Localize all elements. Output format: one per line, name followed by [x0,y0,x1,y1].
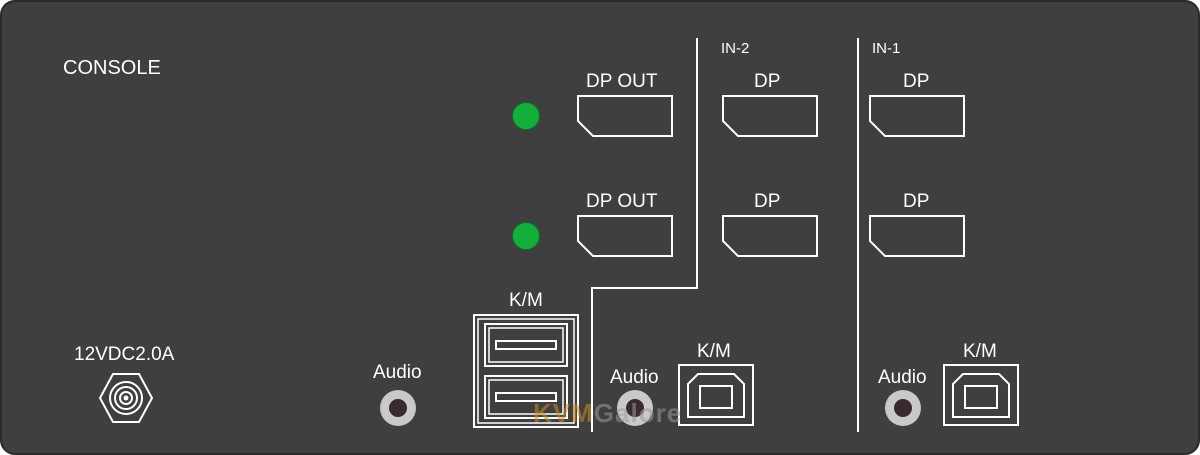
in2-dp-1-label: DP [754,71,781,92]
in2-dp-2-label: DP [754,191,781,212]
in2-audio-label: Audio [610,367,659,388]
dp-out-2-label: DP OUT [586,191,658,212]
in1-dp-2-port-icon[interactable] [869,215,965,257]
dp-out-1-port-icon[interactable] [577,95,673,137]
dp-out-2-port-icon[interactable] [577,215,673,257]
in2-km-label: K/M [697,341,731,362]
in1-label: IN-1 [872,40,901,57]
power-label: 12VDC2.0A [74,344,175,365]
console-km-label: K/M [509,290,543,311]
in1-dp-2-label: DP [903,191,930,212]
status-led-1 [512,102,540,130]
in1-km-label: K/M [963,341,997,362]
in2-dp-1-port-icon[interactable] [722,95,818,137]
watermark-logo: KVMGalore [533,398,682,429]
console-audio-label: Audio [373,362,422,383]
usb-a-port-2-icon[interactable] [484,375,568,419]
console-audio-jack-icon[interactable] [379,389,417,427]
in1-dp-1-port-icon[interactable] [869,95,965,137]
in2-usb-b-port-icon[interactable] [678,364,754,426]
in1-audio-label: Audio [878,367,927,388]
dp-out-1-label: DP OUT [586,71,658,92]
in2-label: IN-2 [721,40,750,57]
in1-audio-jack-icon[interactable] [884,389,922,427]
in2-audio-jack-icon[interactable] [616,389,654,427]
in1-usb-b-port-icon[interactable] [943,364,1019,426]
usb-a-port-1-icon[interactable] [484,323,568,367]
watermark-part-1: KVM [533,398,594,428]
in2-dp-2-port-icon[interactable] [722,215,818,257]
console-label: CONSOLE [63,57,161,79]
status-led-2 [512,222,540,250]
console-usb-block [473,314,579,428]
in1-dp-1-label: DP [903,71,930,92]
power-jack-icon [98,373,154,423]
watermark-part-2: Galore [593,398,683,428]
in2-divider-line [591,38,698,432]
